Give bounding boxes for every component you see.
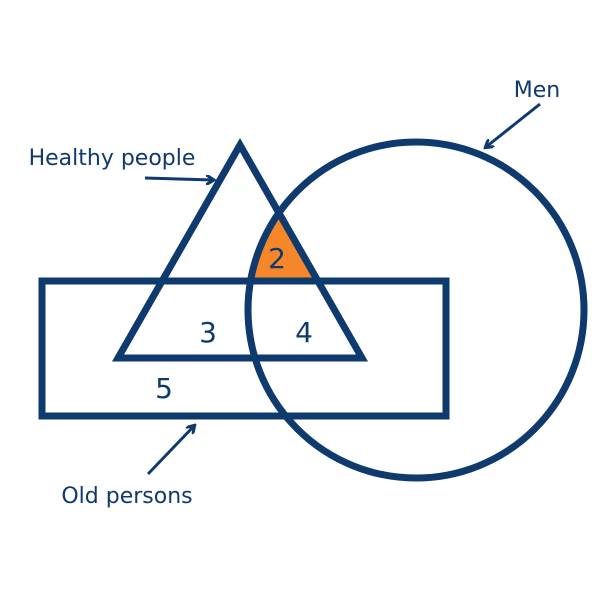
label-men: Men: [514, 78, 560, 103]
label-healthy-people: Healthy people: [29, 146, 196, 171]
healthy-arrow-icon: [144, 178, 213, 180]
region-5-label: 5: [155, 372, 173, 405]
region-4-label: 4: [295, 316, 313, 349]
old-persons-arrow-icon: [146, 426, 194, 476]
label-old-persons: Old persons: [61, 484, 192, 509]
healthy-people-triangle: [111, 137, 369, 362]
old-persons-rectangle: [38, 277, 450, 420]
men-arrow-icon: [486, 102, 541, 147]
region-2-label: 2: [268, 242, 286, 275]
region-3-label: 3: [199, 316, 217, 349]
men-circle: [244, 138, 588, 482]
